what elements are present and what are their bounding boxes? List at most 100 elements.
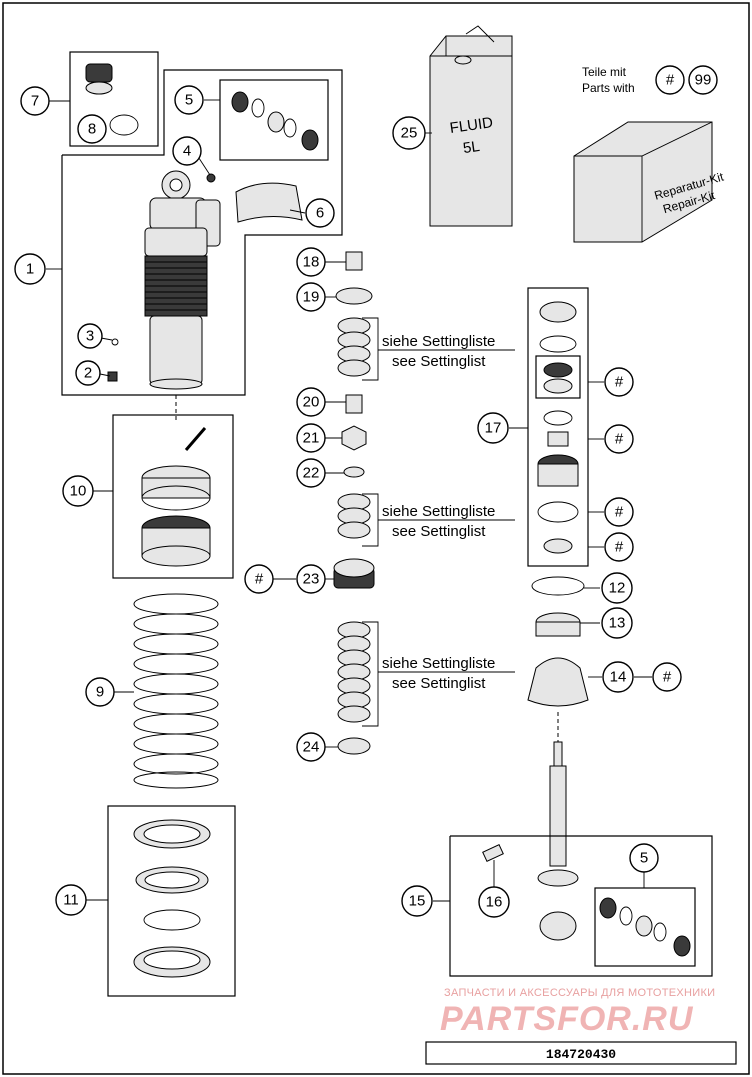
callout-19: 19	[296, 282, 326, 312]
svg-text:#: #	[663, 669, 672, 686]
callout-22: 22	[296, 458, 326, 488]
item-17-box	[527, 287, 589, 567]
legend-line2: Parts with	[582, 81, 635, 95]
callout-15: 15	[401, 885, 433, 917]
footer-box	[425, 1041, 737, 1065]
svg-text:#: #	[615, 431, 624, 448]
svg-text:24: 24	[303, 739, 320, 756]
setting-list-en-1: see Settinglist	[392, 353, 486, 370]
svg-text:1: 1	[26, 261, 34, 278]
svg-text:21: 21	[303, 430, 320, 447]
svg-text:16: 16	[486, 894, 503, 911]
setting-list-de-1: siehe Settingliste	[382, 333, 495, 350]
item-11-box	[107, 805, 236, 997]
svg-text:11: 11	[63, 892, 79, 909]
callout-18: 18	[296, 247, 326, 277]
svg-text:17: 17	[485, 420, 502, 437]
svg-text:12: 12	[609, 580, 626, 597]
svg-text:99: 99	[695, 72, 712, 89]
bracket-2	[362, 493, 515, 547]
svg-text:9: 9	[96, 684, 104, 701]
callout-9: 9	[85, 677, 115, 707]
callout-1: 1	[14, 253, 46, 285]
item-10-box	[112, 414, 234, 579]
svg-text:5: 5	[640, 850, 648, 867]
item-5-box-bottom	[594, 887, 696, 967]
seal-kit-drawing-top	[231, 91, 319, 151]
spring-seats-drawing	[133, 819, 211, 978]
callout-8: 8	[77, 114, 107, 144]
callout-4: 4	[172, 136, 202, 166]
callout-23: 23	[296, 564, 326, 594]
item-7-8-box	[69, 51, 159, 147]
repair-kit-box-drawing	[573, 121, 713, 243]
callout-20: 20	[296, 387, 326, 417]
watermark-brand: PARTSFOR.RU	[440, 1000, 694, 1038]
setting-list-en-2: see Settinglist	[392, 523, 486, 540]
svg-text:#: #	[615, 504, 624, 521]
callout-10: 10	[62, 475, 94, 507]
callout-17: 17	[477, 412, 509, 444]
hash-17b: #	[604, 424, 634, 454]
preload-ring-drawing	[141, 427, 211, 567]
svg-text:5: 5	[185, 92, 193, 109]
hash-legend: #	[655, 65, 685, 95]
svg-text:25: 25	[401, 125, 418, 142]
svg-text:7: 7	[31, 93, 39, 110]
callout-25: 25	[392, 116, 426, 150]
callout-21: 21	[296, 423, 326, 453]
svg-text:#: #	[255, 571, 264, 588]
hash-17a: #	[604, 367, 634, 397]
hash-14: #	[652, 662, 682, 692]
callout-16: 16	[478, 886, 510, 918]
fluid-label-line1: FLUID	[449, 114, 494, 137]
watermark-tagline: ЗАПЧАСТИ И АКСЕССУАРЫ ДЛЯ МОТОТЕХНИКИ	[444, 987, 715, 999]
shock-body-drawing	[107, 170, 221, 390]
svg-text:8: 8	[88, 121, 96, 138]
seal-kit-drawing-bottom	[599, 897, 691, 957]
svg-text:18: 18	[303, 254, 320, 271]
spring-drawing	[133, 593, 219, 789]
svg-text:2: 2	[84, 365, 92, 382]
callout-7: 7	[20, 86, 50, 116]
svg-text:6: 6	[316, 205, 324, 222]
svg-text:#: #	[615, 539, 624, 556]
callout-6: 6	[305, 198, 335, 228]
hash-17c: #	[604, 497, 634, 527]
bracket-3	[362, 621, 515, 727]
svg-text:20: 20	[303, 394, 320, 411]
piston-stack-drawing	[333, 251, 375, 755]
bracket-1	[362, 317, 515, 381]
svg-text:14: 14	[610, 669, 627, 686]
svg-text:3: 3	[86, 328, 94, 345]
piston-rod-drawing	[482, 741, 579, 941]
item-1-box	[61, 69, 343, 396]
svg-text:10: 10	[70, 483, 87, 500]
diagram-number: 184720430	[546, 1047, 616, 1062]
item-5-box-top	[219, 79, 329, 161]
fluid-can-drawing	[429, 25, 513, 227]
legend-line1: Teile mit	[582, 65, 627, 79]
svg-text:23: 23	[303, 571, 320, 588]
svg-text:15: 15	[409, 893, 426, 910]
fluid-label-line2: 5L	[462, 138, 481, 157]
callout-12: 12	[601, 572, 633, 604]
setting-list-de-3: siehe Settingliste	[382, 655, 495, 672]
svg-text:22: 22	[303, 465, 320, 482]
svg-text:#: #	[615, 374, 624, 391]
callout-5-top: 5	[174, 85, 204, 115]
reservoir-cap-drawing	[85, 63, 139, 136]
item-15-box	[449, 835, 713, 977]
hash-23: #	[244, 564, 274, 594]
damper-internals-drawing	[527, 301, 589, 707]
svg-text:#: #	[666, 72, 675, 89]
callout-13: 13	[601, 607, 633, 639]
hash-17d: #	[604, 532, 634, 562]
callout-5-bottom: 5	[629, 843, 659, 873]
svg-text:19: 19	[303, 289, 320, 306]
callout-3: 3	[77, 323, 103, 349]
svg-text:13: 13	[609, 615, 626, 632]
item-6-shim	[235, 182, 303, 223]
setting-list-de-2: siehe Settingliste	[382, 503, 495, 520]
